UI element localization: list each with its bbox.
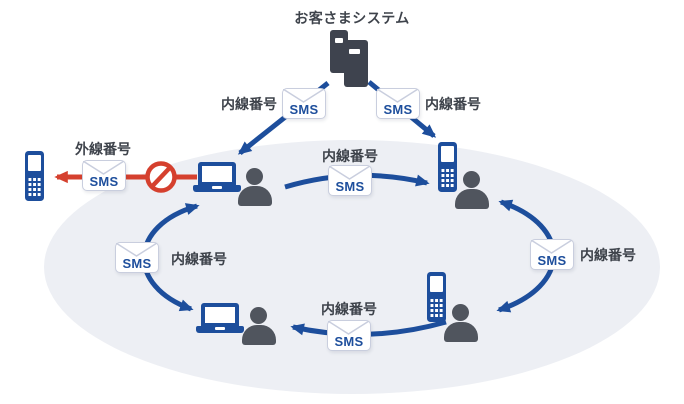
internal-line-label: 内線番号	[580, 247, 636, 263]
sms-envelope-icon: SMS	[115, 242, 159, 273]
internal-line-label: 内線番号	[321, 301, 377, 317]
person-icon	[242, 307, 276, 345]
sms-envelope-icon: SMS	[82, 160, 126, 191]
sms-badge: SMS	[335, 179, 365, 194]
external-line-label: 外線番号	[75, 141, 131, 157]
sms-badge: SMS	[537, 253, 567, 268]
internal-line-label: 内線番号	[171, 251, 227, 267]
diagram-title: お客さまシステム	[294, 10, 410, 26]
person-icon	[444, 304, 478, 342]
internal-line-label: 内線番号	[425, 96, 481, 112]
server-icon	[330, 27, 370, 87]
sms-envelope-icon: SMS	[282, 88, 326, 119]
mobile-phone-icon	[438, 142, 457, 192]
person-icon	[238, 168, 272, 206]
sms-badge: SMS	[89, 174, 119, 189]
mobile-phone-icon	[427, 272, 446, 322]
sms-envelope-icon: SMS	[530, 239, 574, 270]
sms-badge: SMS	[122, 256, 152, 271]
sms-badge: SMS	[334, 334, 364, 349]
sms-envelope-icon: SMS	[328, 165, 372, 196]
internal-line-label: 内線番号	[322, 148, 378, 164]
internal-line-label: 内線番号	[221, 96, 277, 112]
sms-envelope-icon: SMS	[376, 88, 420, 119]
laptop-icon	[193, 162, 241, 192]
sms-badge: SMS	[289, 102, 319, 117]
person-icon	[455, 171, 489, 209]
laptop-icon	[196, 303, 244, 333]
prohibition-icon	[145, 161, 177, 193]
sms-badge: SMS	[383, 102, 413, 117]
sms-envelope-icon: SMS	[327, 320, 371, 351]
mobile-phone-icon	[25, 151, 44, 201]
